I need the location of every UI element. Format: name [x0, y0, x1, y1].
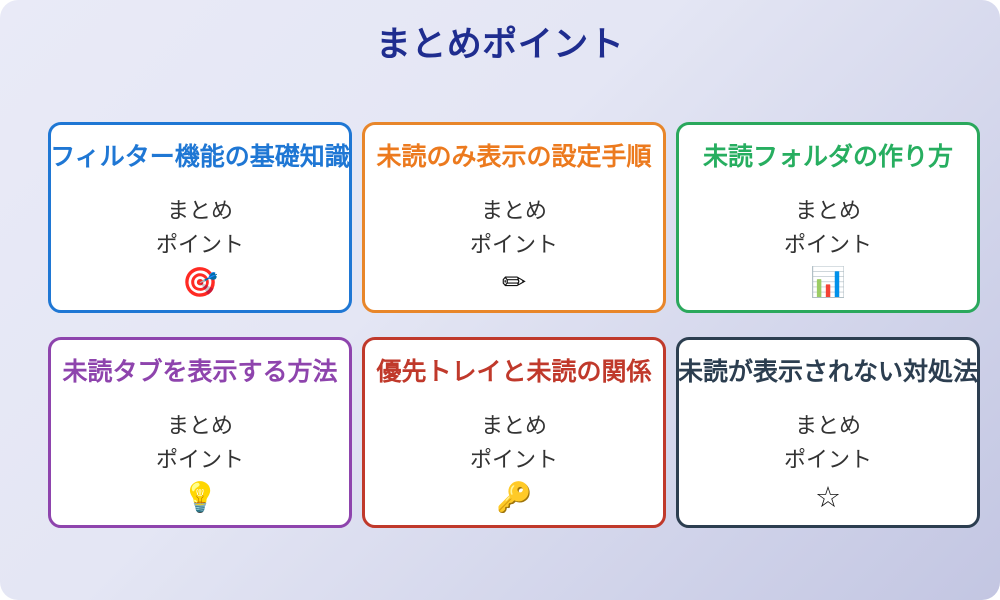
summary-card-body: まとめ ポイント 🔑 — [365, 410, 663, 514]
summary-card-body-line-2: ポイント — [783, 448, 872, 473]
summary-card[interactable]: 未読フォルダの作り方 まとめ ポイント 📊 — [676, 122, 980, 313]
summary-card-body-line-1: まとめ — [480, 199, 547, 224]
summary-card-body-line-2: ポイント — [155, 448, 244, 473]
summary-card-body: まとめ ポイント 📊 — [679, 195, 977, 299]
summary-card-body-line-1: まとめ — [166, 414, 233, 439]
summary-card-body: まとめ ポイント ☆ — [679, 410, 977, 514]
summary-card-title: 優先トレイと未読の関係 — [376, 357, 652, 386]
summary-card-title: 未読が表示されない対処法 — [677, 357, 979, 386]
dart-target-icon: 🎯 — [181, 265, 219, 299]
summary-card-title: 未読のみ表示の設定手順 — [376, 142, 652, 171]
page-title: まとめポイント — [375, 25, 625, 65]
pencil-icon: ✏ — [501, 265, 527, 299]
summary-card-body-line-2: ポイント — [155, 233, 244, 258]
summary-card-body-line-2: ポイント — [469, 233, 558, 258]
summary-card-body-line-2: ポイント — [783, 233, 872, 258]
summary-card-body: まとめ ポイント 💡 — [51, 410, 349, 514]
key-icon: 🔑 — [495, 480, 533, 514]
summary-card[interactable]: 未読が表示されない対処法 まとめ ポイント ☆ — [676, 337, 980, 528]
summary-card-body: まとめ ポイント ✏ — [365, 195, 663, 299]
summary-card-body-line-1: まとめ — [794, 414, 861, 439]
summary-card-title: フィルター機能の基礎知識 — [50, 142, 350, 171]
summary-card-body-line-1: まとめ — [794, 199, 861, 224]
summary-card[interactable]: 未読タブを表示する方法 まとめ ポイント 💡 — [48, 337, 352, 528]
summary-card-title: 未読タブを表示する方法 — [62, 357, 338, 386]
summary-card[interactable]: 未読のみ表示の設定手順 まとめ ポイント ✏ — [362, 122, 666, 313]
summary-card-title: 未読フォルダの作り方 — [702, 142, 954, 171]
bar-chart-icon: 📊 — [809, 265, 847, 299]
summary-card-body-line-2: ポイント — [469, 448, 558, 473]
summary-card[interactable]: フィルター機能の基礎知識 まとめ ポイント 🎯 — [48, 122, 352, 313]
summary-card[interactable]: 優先トレイと未読の関係 まとめ ポイント 🔑 — [362, 337, 666, 528]
summary-card-grid: フィルター機能の基礎知識 まとめ ポイント 🎯 未読のみ表示の設定手順 まとめ … — [48, 122, 980, 534]
summary-card-body-line-1: まとめ — [480, 414, 547, 439]
summary-card-body-line-1: まとめ — [166, 199, 233, 224]
summary-card-body: まとめ ポイント 🎯 — [51, 195, 349, 299]
lightbulb-icon: 💡 — [181, 480, 219, 514]
star-icon: ☆ — [815, 480, 841, 514]
